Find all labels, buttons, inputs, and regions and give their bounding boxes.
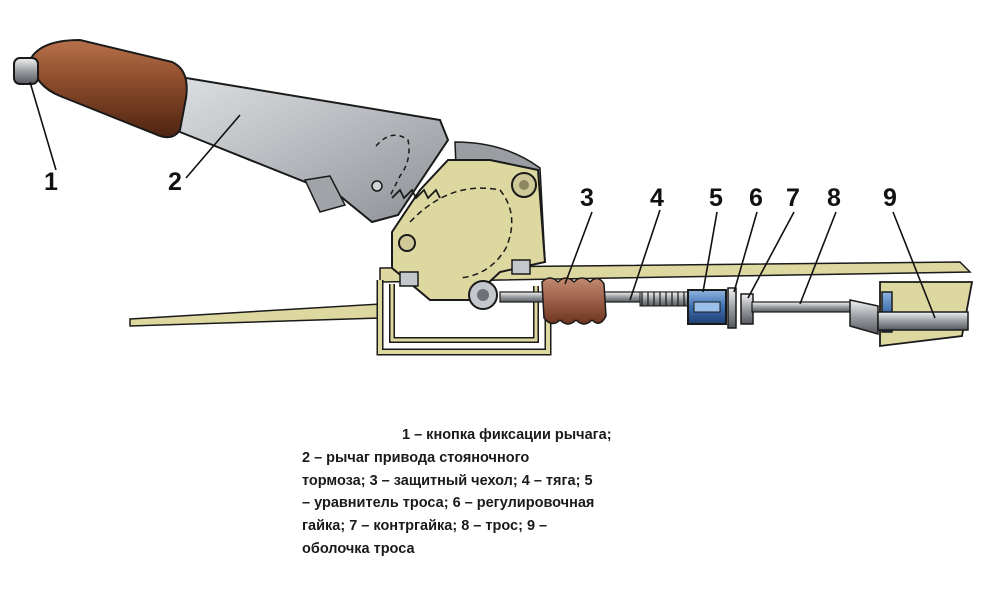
cable-sheath (877, 281, 974, 348)
callout-6: 6 (749, 184, 763, 212)
callout-5: 5 (709, 184, 723, 212)
release-button (13, 57, 39, 85)
callout-1: 1 (44, 168, 58, 196)
threaded-section (639, 291, 691, 307)
callout-2: 2 (168, 168, 182, 196)
protective-boot (541, 277, 607, 325)
callout-9: 9 (883, 184, 897, 212)
callout-8: 8 (827, 184, 841, 212)
adjusting-nut (727, 287, 737, 329)
sector-housing (391, 141, 547, 310)
cable-equalizer (687, 289, 727, 325)
callout-4: 4 (650, 184, 664, 212)
legend-line: оболочка троса (302, 540, 415, 557)
lock-nut (740, 293, 754, 325)
callout-3: 3 (580, 184, 594, 212)
brake-lever (149, 70, 450, 224)
callout-7: 7 (786, 184, 800, 212)
leader-lines (29, 81, 936, 319)
legend-line: тормоза; 3 – защитный чехол; 4 – тяга; 5 (302, 472, 593, 489)
legend-line: 2 – рычаг привода стояночного (302, 449, 530, 466)
legend-line: – уравнитель троса; 6 – регулировочная (302, 495, 595, 512)
legend-line: 1 – кнопка фиксации рычага; (402, 427, 612, 443)
legend-line: гайка; 7 – контргайка; 8 – трос; 9 – (302, 518, 548, 535)
brake-cable (751, 299, 879, 335)
legend-caption: 1 – кнопка фиксации рычага; 2 – рычаг пр… (302, 424, 722, 561)
lever-grip (28, 38, 188, 139)
